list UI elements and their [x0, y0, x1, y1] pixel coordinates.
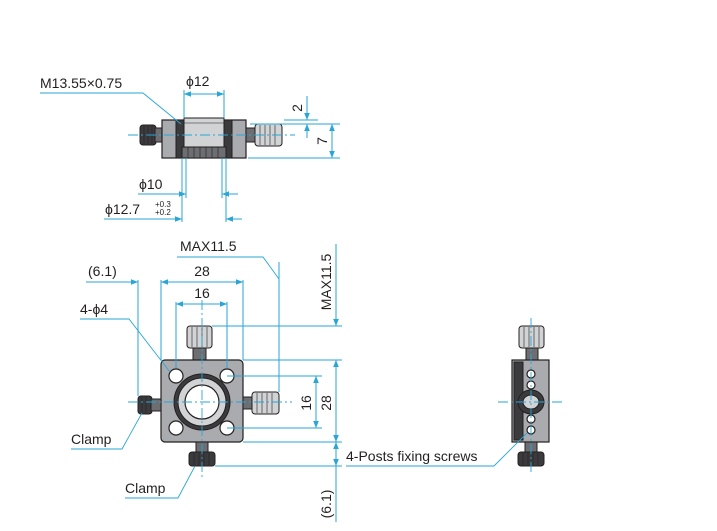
dim-2-label: 2 [289, 104, 305, 112]
holes-label: 4-ϕ4 [80, 301, 108, 317]
dim-7-label: 7 [314, 137, 330, 145]
screws-label: 4-Posts fixing screws [346, 448, 477, 464]
clamp-bottom-label: Clamp [125, 480, 166, 496]
dim-6-1-label: (6.1) [88, 263, 117, 279]
dim-28-label: 28 [194, 263, 210, 279]
front-right-knob [242, 391, 280, 415]
front-left-knob [137, 395, 162, 415]
dim-6-1-v-label: (6.1) [318, 490, 334, 519]
thread-label: M13.55×0.75 [40, 75, 122, 91]
tol-upper-label: +0.3 [155, 200, 171, 209]
side-view: 4-Posts fixing screws [346, 318, 562, 474]
dim-28-v-label: 28 [318, 395, 334, 411]
mount-hole-tl [168, 368, 184, 384]
side-top-knob [518, 325, 545, 361]
top-thread [181, 146, 227, 159]
phi12-7-label: ϕ12.7 [105, 201, 140, 217]
phi10-label: ϕ10 [139, 176, 163, 192]
clamp-left-label: Clamp [71, 431, 112, 447]
phi12-label: ϕ12 [186, 73, 210, 89]
dim-16-label: 16 [194, 285, 210, 301]
max-height-label: MAX11.5 [318, 254, 334, 311]
front-top-knob [186, 325, 213, 361]
front-view: (6.1) 28 MAX11.5 16 4-ϕ4 16 28 MAX11.5 (… [71, 238, 342, 522]
max-width-label: MAX11.5 [180, 238, 237, 254]
mount-hole-bl [168, 420, 184, 436]
dim-16-v-label: 16 [298, 395, 314, 411]
tol-lower-label: +0.2 [155, 208, 171, 217]
top-view: M13.55×0.75 ϕ12 2 7 ϕ10 ϕ12.7 +0.3 +0.2 [40, 73, 340, 222]
